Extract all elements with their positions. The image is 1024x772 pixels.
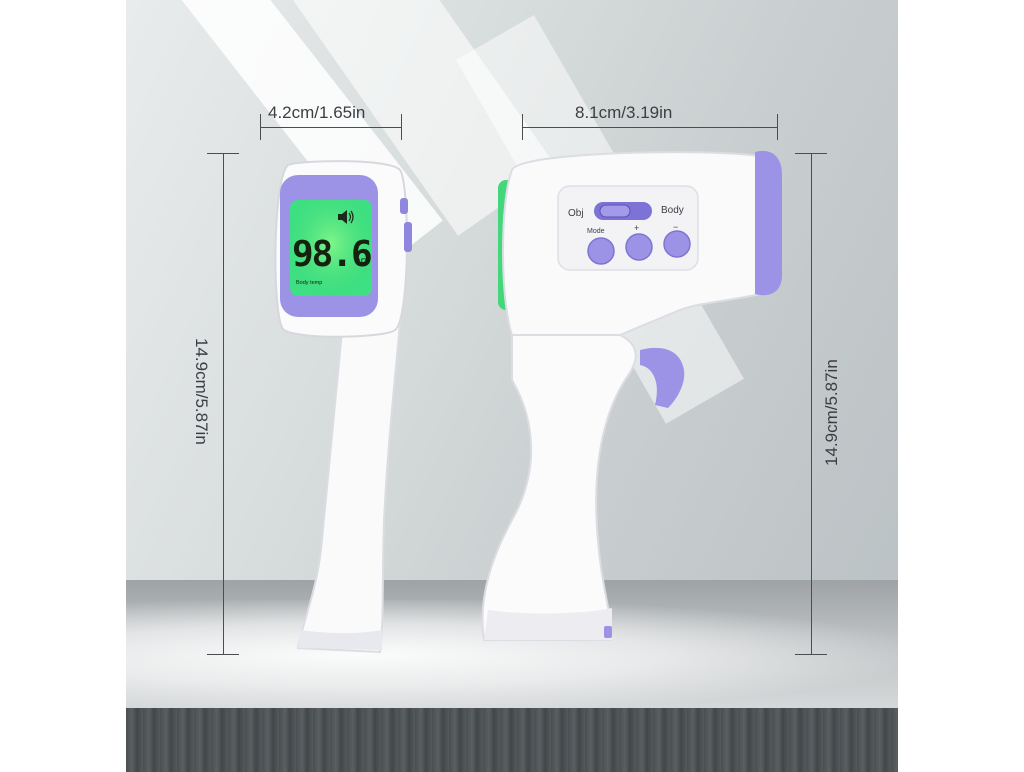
front-height-line <box>223 153 224 654</box>
dim-tick <box>207 153 239 154</box>
side-button <box>404 222 412 252</box>
side-grip <box>481 334 637 641</box>
mode-button-label: Mode <box>587 228 605 235</box>
switch-label-obj: Obj <box>568 208 584 219</box>
dim-tick <box>207 654 239 655</box>
minus-button-label: − <box>673 222 678 232</box>
minus-button[interactable] <box>663 230 691 258</box>
dim-tick <box>522 114 523 140</box>
dim-tick <box>795 654 827 655</box>
front-height-label: 14.9cm/5.87in <box>192 338 211 445</box>
plus-button-label: + <box>634 223 639 233</box>
dim-tick <box>260 114 261 140</box>
trigger <box>640 347 685 408</box>
side-nose <box>755 150 782 296</box>
front-width-label: 4.2cm/1.65in <box>268 103 366 122</box>
front-width-line <box>260 127 402 128</box>
side-width-line <box>522 127 778 128</box>
switch-label-body: Body <box>661 205 684 216</box>
background-scene <box>126 0 898 772</box>
mode-button[interactable] <box>587 237 615 265</box>
sound-icon <box>338 210 354 224</box>
lcd-reading: 98.6 <box>292 234 371 275</box>
dim-tick <box>777 114 778 140</box>
side-button <box>400 198 408 214</box>
mode-slider-knob[interactable] <box>599 204 631 218</box>
shelf-edge <box>126 708 898 772</box>
side-height-label: 14.9cm/5.87in <box>822 359 841 466</box>
front-handle <box>296 299 404 654</box>
grip-base <box>484 608 612 640</box>
dim-tick <box>795 153 827 154</box>
front-handle-band <box>298 630 382 650</box>
plus-button[interactable] <box>625 233 653 261</box>
lcd-unit: °F <box>357 257 367 267</box>
dim-tick <box>401 114 402 140</box>
lcd-mode-label: Body temp <box>296 280 322 286</box>
side-width-label: 8.1cm/3.19in <box>575 103 673 122</box>
side-height-line <box>811 153 812 654</box>
